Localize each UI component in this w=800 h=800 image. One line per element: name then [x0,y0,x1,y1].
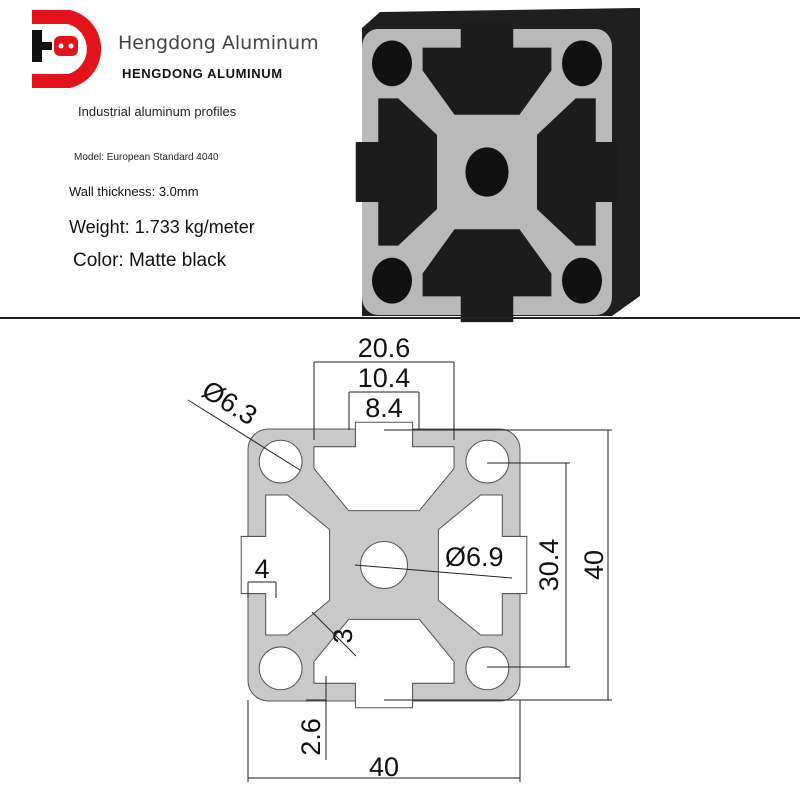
section-divider [0,317,800,319]
dim-center-hole: Ø6.9 [445,542,504,572]
brand-name: Hengdong Aluminum [118,32,319,54]
dim-lip: 4 [254,554,269,584]
dim-slot-mid: 10.4 [358,363,411,393]
profile-render [355,8,640,323]
dim-wall: 3 [328,628,358,643]
dimension-lines [187,361,612,782]
spec-color: Color: Matte black [73,250,227,271]
dim-corner-hole: Ø6.3 [197,375,263,431]
hengdong-logo [32,10,102,88]
dim-slot-opening: 8.4 [365,393,403,423]
dim-height: 40 [579,550,609,580]
dim-slot-inner: 20.6 [358,333,411,363]
spec-model: Model: European Standard 4040 [74,152,219,163]
dim-hole-spacing: 30.4 [534,539,564,592]
dim-width: 40 [369,752,399,782]
dim-lip-thickness: 2.6 [296,718,326,756]
profile-cross-section [241,422,527,708]
brand-name-caps: HENGDONG ALUMINUM [122,66,283,81]
spec-wall-thickness: Wall thickness: 3.0mm [69,184,199,199]
subtitle: Industrial aluminum profiles [78,104,237,119]
spec-weight: Weight: 1.733 kg/meter [69,217,255,237]
